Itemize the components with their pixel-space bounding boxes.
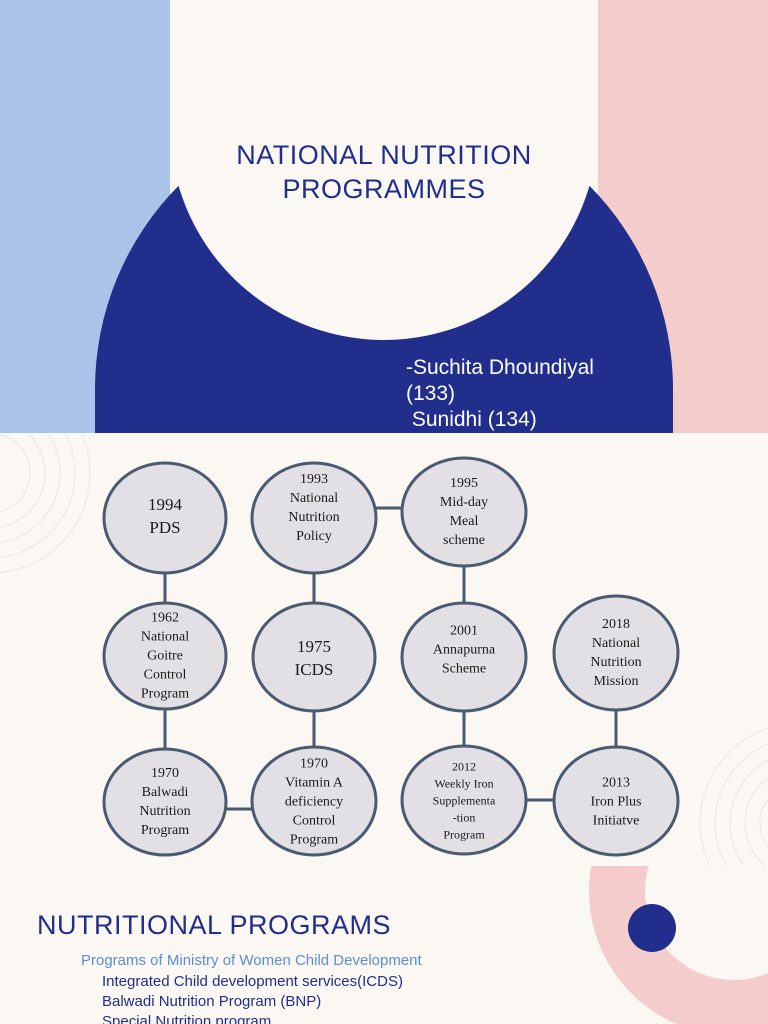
node-label-1993: 1993 National Nutrition Policy xyxy=(288,472,340,544)
pink-arc-decoration xyxy=(589,866,768,1024)
title-line-1: NATIONAL NUTRITION xyxy=(236,140,532,170)
node-label-1995: 1995 Mid-day Meal scheme xyxy=(439,476,489,548)
node-label-2018: 2018 National Nutrition Mission xyxy=(590,617,642,689)
authors: -Suchita Dhoundiyal (133) Sunidhi (134) xyxy=(406,355,594,433)
node-circle-1970a xyxy=(102,747,228,857)
node-circle-1962 xyxy=(102,601,228,711)
node-circle-1975 xyxy=(251,601,377,713)
author-line-2: (133) xyxy=(406,382,456,405)
author-line-3: Sunidhi (134) xyxy=(406,408,537,431)
timeline-slide: 1994 PDS 1993 National Nutrition Policy … xyxy=(0,433,768,866)
timeline-diagram xyxy=(102,456,680,857)
node-circle-1995 xyxy=(400,456,528,568)
author-line-1: -Suchita Dhoundiyal xyxy=(406,356,594,379)
node-label-1994: 1994 PDS xyxy=(148,495,182,537)
decorative-rings xyxy=(0,433,768,866)
node-circle-1993 xyxy=(250,461,378,575)
cream-arch xyxy=(170,0,598,340)
list-item: Special Nutrition program xyxy=(102,1013,272,1024)
program-list: Integrated Child development services(IC… xyxy=(102,972,403,1024)
node-label-2001: 2001 Annapurna Scheme xyxy=(432,623,496,677)
node-circle-2018 xyxy=(552,594,680,712)
section-title: NUTRITIONAL PROGRAMS xyxy=(37,910,392,940)
node-circle-2013 xyxy=(552,745,680,857)
node-label-1970a: 1970 Balwadi Nutrition Program xyxy=(139,766,191,838)
node-circle-1970b xyxy=(250,745,378,857)
title-slide: NATIONAL NUTRITION PROGRAMMES -Suchita D… xyxy=(0,0,768,433)
node-label-1975: 1975 ICDS xyxy=(294,637,334,679)
node-circle-1994 xyxy=(102,461,228,575)
programs-slide: NUTRITIONAL PROGRAMS Programs of Ministr… xyxy=(0,866,768,1024)
list-item: Balwadi Nutrition Program (BNP) xyxy=(102,993,322,1010)
node-label-1962: 1962 National Goitre Control Program xyxy=(140,610,190,702)
node-circle-2012 xyxy=(400,744,528,856)
title-line-2: PROGRAMMES xyxy=(282,174,486,204)
node-circle-2001 xyxy=(400,601,528,713)
node-label-2013: 2013 Iron Plus Initiatve xyxy=(590,775,642,829)
node-label-2012: 2012 Weekly Iron Supplementa -tion Progr… xyxy=(432,759,496,842)
page-title: NATIONAL NUTRITION PROGRAMMES xyxy=(170,138,598,206)
list-item: Integrated Child development services(IC… xyxy=(102,973,403,990)
section-subtitle: Programs of Ministry of Women Child Deve… xyxy=(81,952,422,969)
navy-dot-decoration xyxy=(628,904,676,952)
node-label-1970b: 1970 Vitamin A deficiency Control Progra… xyxy=(284,756,344,848)
